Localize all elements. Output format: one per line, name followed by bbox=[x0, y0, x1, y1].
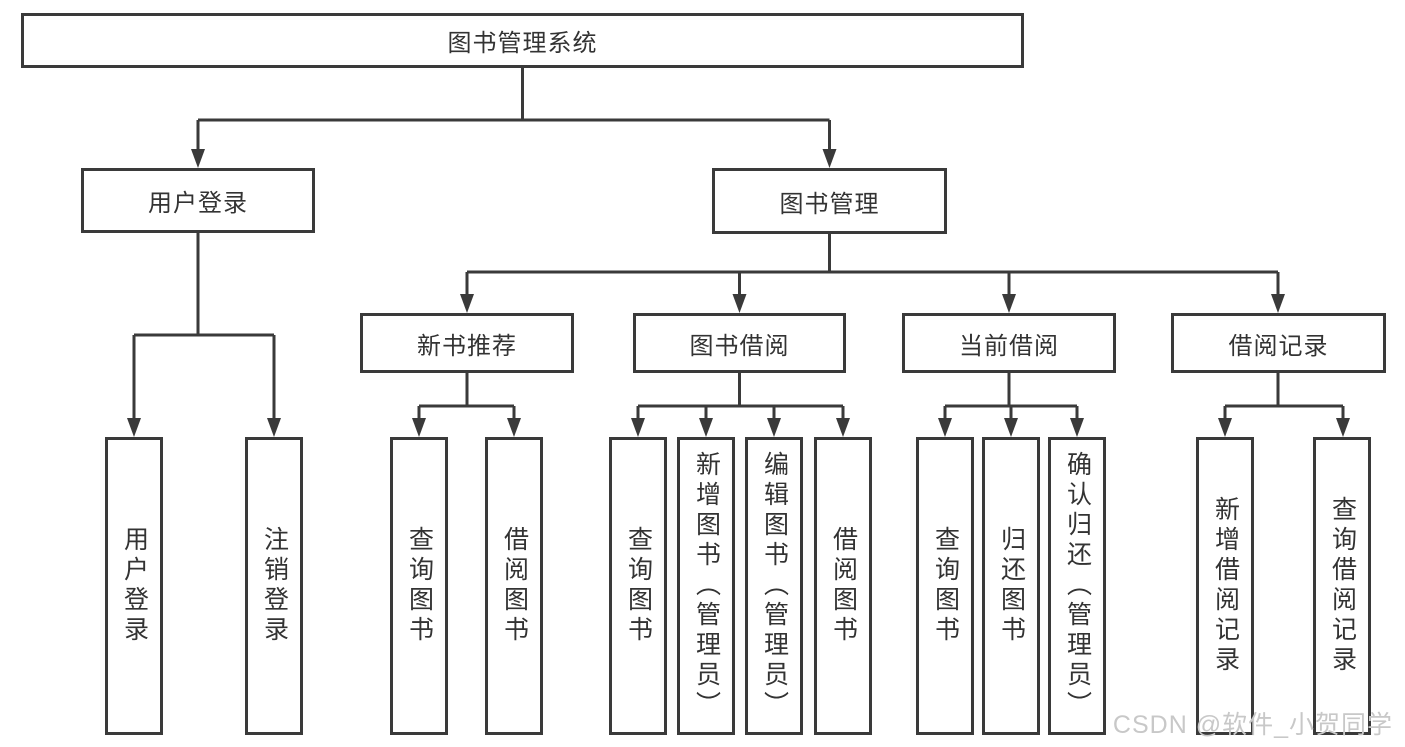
arrow-down-icon bbox=[938, 418, 952, 437]
arrow-down-icon bbox=[699, 418, 713, 437]
leaf-add-books-admin: 新增图书（管理员） bbox=[677, 437, 735, 735]
arrow-down-icon bbox=[732, 294, 747, 313]
arrow-down-icon bbox=[1218, 418, 1232, 437]
arrow-down-icon bbox=[507, 418, 521, 437]
arrow-down-icon bbox=[1002, 294, 1016, 313]
arrow-down-icon bbox=[1336, 418, 1350, 437]
node-label: 图书借阅 bbox=[689, 332, 790, 360]
leaf-logout: 注销登录 bbox=[245, 437, 303, 735]
leaf-return-books: 归还图书 bbox=[982, 437, 1040, 735]
node-label: 图书管理系统 bbox=[447, 30, 598, 57]
arrow-down-icon bbox=[836, 418, 850, 437]
node-label: 借阅记录 bbox=[1228, 332, 1329, 360]
node-user-login: 用户登录 bbox=[81, 168, 315, 233]
leaf-label: 查询借阅记录 bbox=[1328, 496, 1357, 676]
arrow-down-icon bbox=[127, 418, 141, 437]
arrow-down-icon bbox=[1004, 418, 1018, 437]
leaf-label: 查询图书 bbox=[405, 526, 434, 646]
arrow-down-icon bbox=[191, 149, 205, 168]
node-library-system: 图书管理系统 bbox=[21, 13, 1024, 68]
arrow-down-icon bbox=[267, 418, 281, 437]
leaf-borrow-books: 借阅图书 bbox=[814, 437, 872, 735]
node-label: 图书管理 bbox=[779, 190, 880, 218]
node-new-book-recommend: 新书推荐 bbox=[360, 313, 574, 373]
node-book-borrowing: 图书借阅 bbox=[633, 313, 846, 373]
leaf-label: 注销登录 bbox=[260, 526, 289, 646]
arrow-down-icon bbox=[412, 418, 426, 437]
node-borrowing-records: 借阅记录 bbox=[1171, 313, 1386, 373]
arrow-down-icon bbox=[822, 149, 837, 168]
node-label: 当前借阅 bbox=[959, 332, 1059, 360]
leaf-label: 用户登录 bbox=[120, 526, 149, 646]
leaf-edit-books-admin: 编辑图书（管理员） bbox=[745, 437, 803, 735]
arrow-down-icon bbox=[1070, 418, 1084, 437]
leaf-label: 确认归还（管理员） bbox=[1063, 451, 1092, 721]
arrow-down-icon bbox=[460, 294, 474, 313]
csdn-watermark: CSDN @软件_小贺同学 bbox=[1112, 711, 1393, 739]
leaf-query-borrow-record: 查询借阅记录 bbox=[1313, 437, 1371, 735]
leaf-label: 新增图书（管理员） bbox=[692, 451, 721, 721]
node-label: 新书推荐 bbox=[417, 332, 517, 360]
leaf-label: 借阅图书 bbox=[829, 526, 858, 646]
leaf-label: 查询图书 bbox=[931, 526, 960, 646]
leaf-query-books-recommend: 查询图书 bbox=[390, 437, 448, 735]
node-current-borrowing: 当前借阅 bbox=[902, 313, 1116, 373]
leaf-user-login: 用户登录 bbox=[105, 437, 163, 735]
node-label: 用户登录 bbox=[148, 190, 248, 217]
leaf-borrow-books-recommend: 借阅图书 bbox=[485, 437, 543, 735]
leaf-label: 归还图书 bbox=[997, 526, 1026, 646]
arrow-down-icon bbox=[767, 418, 781, 437]
leaf-label: 编辑图书（管理员） bbox=[760, 451, 789, 721]
node-book-management: 图书管理 bbox=[712, 168, 947, 234]
leaf-confirm-return-admin: 确认归还（管理员） bbox=[1048, 437, 1106, 735]
arrow-down-icon bbox=[631, 418, 645, 437]
leaf-query-books-current: 查询图书 bbox=[916, 437, 974, 735]
leaf-label: 借阅图书 bbox=[500, 526, 529, 646]
leaf-query-books-borrow: 查询图书 bbox=[609, 437, 667, 735]
leaf-label: 查询图书 bbox=[624, 526, 653, 646]
arrow-down-icon bbox=[1271, 294, 1285, 313]
leaf-label: 新增借阅记录 bbox=[1211, 496, 1240, 676]
leaf-add-borrow-record: 新增借阅记录 bbox=[1196, 437, 1254, 735]
